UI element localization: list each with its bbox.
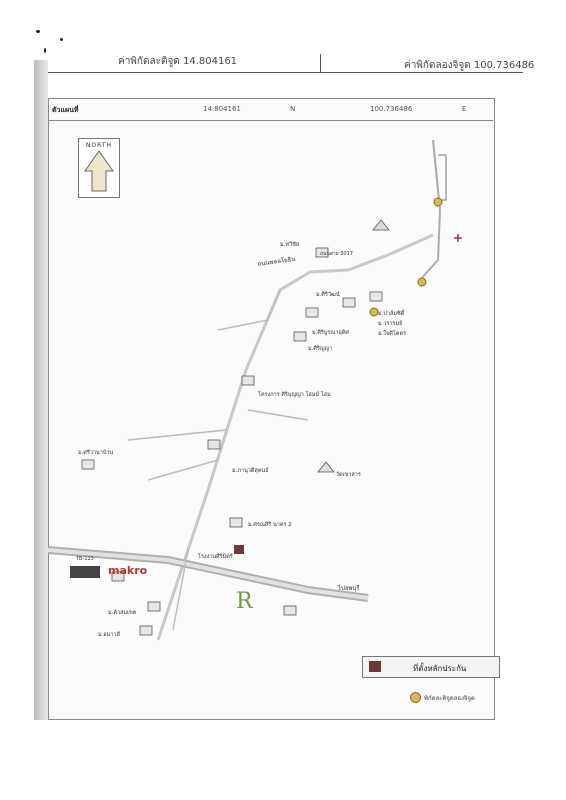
legend-site-label: ที่ตั้งหลักประกัน bbox=[413, 664, 467, 673]
e-label: E bbox=[462, 105, 467, 113]
side-road bbox=[217, 289, 281, 331]
hospital-icon bbox=[454, 234, 462, 242]
scan-speckle bbox=[60, 38, 63, 41]
place-label: ม.อนาวลี bbox=[98, 631, 120, 638]
north-label: NORTH bbox=[85, 142, 113, 149]
building-icon bbox=[241, 375, 255, 386]
building-icon bbox=[369, 291, 383, 302]
place-label: ม.ศิริญญา bbox=[308, 345, 332, 352]
scan-speckle bbox=[36, 30, 40, 33]
south-road bbox=[172, 549, 189, 631]
main-road bbox=[156, 233, 434, 641]
site-marker[interactable] bbox=[234, 545, 244, 554]
building-icon bbox=[207, 439, 221, 450]
map-frame bbox=[48, 98, 495, 720]
latitude-label: ค่าพิกัดละติจูด 14.804161 bbox=[118, 56, 238, 67]
coordinate-marker[interactable] bbox=[369, 307, 379, 317]
scan-shadow bbox=[34, 60, 48, 720]
building-icon bbox=[147, 601, 161, 612]
place-label: ม.ศิริบูรณาอุดิศ bbox=[312, 329, 349, 336]
place-label: ม.วรารมย์ bbox=[378, 320, 402, 327]
place-label: ม.ภานุวดีสุคนธ์ bbox=[232, 467, 269, 474]
building-icon bbox=[315, 247, 329, 258]
coordinate-marker[interactable] bbox=[417, 277, 427, 287]
n-label: N bbox=[290, 105, 296, 113]
temple-icon bbox=[372, 219, 390, 231]
side-road bbox=[247, 409, 309, 421]
lat-value: 14.804161 bbox=[203, 105, 241, 113]
map-label: ตัวแผนที่ bbox=[52, 106, 79, 114]
legend-marker-label: พิกัดละติจูดลองจิจูด bbox=[424, 695, 475, 702]
building-icon bbox=[342, 297, 356, 308]
header-divider bbox=[320, 54, 321, 73]
coordinate-row: ตัวแผนที่ 14.804161 N 100.736486 E bbox=[48, 98, 493, 121]
side-road bbox=[147, 459, 219, 481]
road-label: ถนนสาย 3017 bbox=[320, 251, 353, 257]
legend: ที่ตั้งหลักประกัน bbox=[362, 656, 500, 678]
building-icon bbox=[229, 517, 243, 528]
legend-marker-icon bbox=[410, 692, 421, 703]
place-label: วัดเขาสาร bbox=[336, 471, 361, 478]
north-road bbox=[419, 139, 442, 281]
place-label: โครงการ ศิริบุญญา โฮมม์ โฮม bbox=[258, 390, 331, 398]
place-label: ม.ทวีชัย bbox=[280, 241, 299, 248]
location-map[interactable]: R ถนนพหลโยธิน ถนนสาย 3017 ไปลพบุรี TB-12… bbox=[48, 120, 493, 660]
north-arrow-icon bbox=[84, 150, 114, 192]
lon-value: 100.736486 bbox=[370, 105, 413, 113]
longitude-label: ค่าพิกัดลองจิจูด 100.736486 bbox=[404, 60, 535, 71]
building-icon bbox=[305, 307, 319, 318]
r-logo: R bbox=[236, 589, 254, 614]
building-icon bbox=[139, 625, 153, 636]
place-label: ม.ศิริวัฒน์ bbox=[316, 291, 340, 298]
temple-icon bbox=[317, 461, 335, 473]
north-compass: NORTH bbox=[78, 138, 120, 198]
coordinate-marker[interactable] bbox=[433, 197, 443, 207]
place-label: ม.ใจดีโคตร bbox=[378, 329, 406, 337]
side-road bbox=[127, 429, 227, 441]
place-label: ม.ปาล์มซิตี้ bbox=[378, 309, 405, 317]
legend-site-swatch bbox=[369, 661, 381, 672]
road-label: TB-123 bbox=[75, 556, 94, 562]
building-icon bbox=[293, 331, 307, 342]
place-label: โรงงานศิริมิตร์ bbox=[198, 552, 233, 560]
place-label: ม.ค้าสมเขต bbox=[108, 609, 137, 616]
road-label: ไปลพบุรี bbox=[337, 584, 360, 592]
road-label: ถนนพหลโยธิน bbox=[257, 255, 296, 268]
place-label: ม.ศรีวานาบ้าน bbox=[78, 449, 113, 456]
scan-speckle bbox=[44, 48, 46, 53]
building-icon bbox=[283, 605, 297, 616]
makro-label: makro bbox=[108, 564, 148, 577]
header-rule bbox=[48, 72, 523, 73]
building-icon bbox=[81, 459, 95, 470]
building-icon bbox=[111, 571, 125, 582]
makro-logo-box bbox=[70, 566, 100, 578]
place-label: ม.ศรณสิริ นาคร 2 bbox=[248, 521, 292, 528]
highway-inner bbox=[48, 548, 369, 600]
